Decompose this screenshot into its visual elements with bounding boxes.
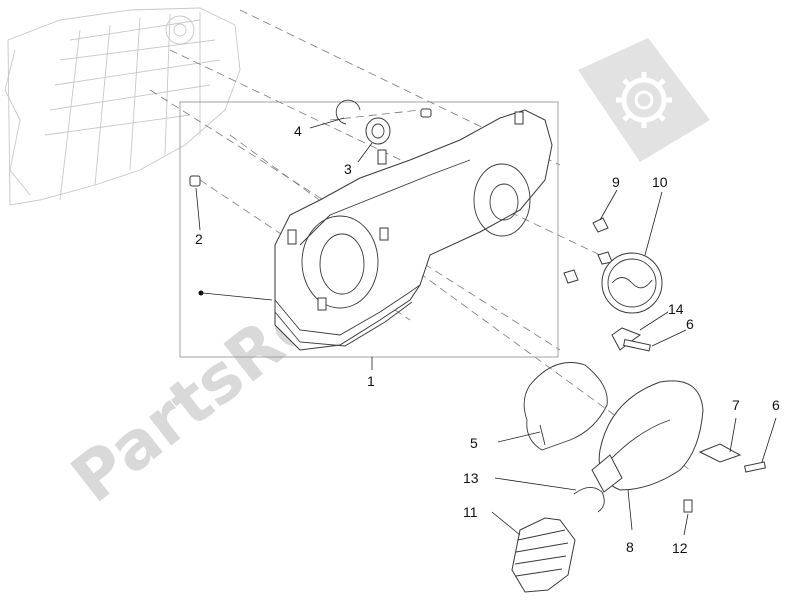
callout-labels: 1 2 3 4 5 6 6 7 8 9 10 11 12 13 14	[195, 123, 780, 556]
callout-2: 2	[195, 231, 203, 247]
part-circlip	[309, 99, 361, 129]
part-bearing	[357, 117, 391, 163]
part-bracket	[611, 311, 669, 351]
assembly-box	[179, 101, 559, 358]
part-pin-top	[420, 108, 432, 118]
callout-6-lower: 6	[772, 397, 780, 413]
reference-dot	[198, 290, 204, 296]
part-bolt-upper	[623, 329, 687, 352]
callout-8: 8	[626, 539, 634, 555]
part-clip	[698, 417, 742, 463]
part-bellows-hose	[491, 511, 576, 593]
part-dowel-pin	[189, 175, 201, 231]
engine-block-ghost	[4, 7, 241, 206]
callout-11: 11	[463, 504, 478, 520]
part-intake-cover	[591, 380, 704, 531]
part-crankcase-cover	[274, 109, 553, 351]
callout-14: 14	[668, 301, 684, 317]
gear-icon	[578, 38, 710, 162]
callout-7: 7	[732, 397, 740, 413]
part-logo-cap	[601, 191, 663, 314]
callout-13: 13	[463, 470, 479, 486]
callout-4: 4	[294, 123, 302, 139]
callout-9: 9	[612, 174, 620, 190]
part-rubber-mounts	[563, 189, 618, 284]
part-screw	[683, 499, 693, 536]
part-gasket	[497, 362, 608, 451]
callout-6-upper: 6	[686, 316, 694, 332]
part-bolt-lower	[744, 417, 777, 473]
callout-3: 3	[344, 161, 352, 177]
callout-12: 12	[672, 540, 688, 556]
callout-10: 10	[652, 174, 668, 190]
part-hose-clamp	[494, 477, 605, 513]
callout-1: 1	[367, 373, 375, 389]
callout-5: 5	[470, 435, 478, 451]
